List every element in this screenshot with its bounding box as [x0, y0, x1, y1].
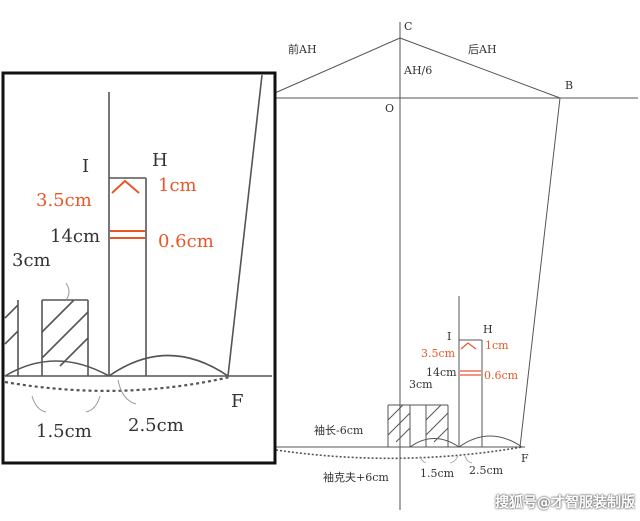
label-3cm: 3cm [409, 378, 433, 391]
label-1-5cm: 1.5cm [420, 467, 455, 480]
watermark-text: 搜狐号@才智服装制版 [495, 495, 635, 511]
hatch [433, 427, 449, 443]
label-14cm: 14cm [426, 366, 457, 379]
small-red-chevron [460, 342, 477, 350]
label-front-ah: 前AH [288, 42, 317, 56]
zoom-seam-line [227, 74, 263, 377]
zoom-red-chevron [111, 179, 140, 194]
small-dim-arcs [419, 455, 473, 464]
label-c: C [404, 20, 412, 33]
back-seam-line [519, 97, 561, 448]
zoom-label-14cm: 14cm [50, 226, 100, 247]
label-b: B [565, 79, 573, 92]
cuff-arc-1 [409, 438, 460, 448]
label-2-5cm: 2.5cm [469, 464, 504, 477]
zoom-red-markers [110, 179, 145, 239]
label-0-6cm: 0.6cm [484, 369, 519, 382]
zoom-arc-2 [108, 354, 229, 377]
zoom-label-h: H [152, 150, 168, 171]
zoom-frame [1, 71, 277, 465]
zoom-label-2-5cm: 2.5cm [128, 415, 184, 436]
label-h: H [483, 323, 493, 336]
cuff-arc-2 [458, 435, 523, 448]
zoom-label-1-5cm: 1.5cm [36, 421, 92, 442]
label-f: F [521, 452, 529, 465]
label-i: I [447, 330, 451, 343]
hatch [387, 404, 404, 421]
label-back-ah: 后AH [468, 43, 497, 56]
label-o: O [385, 102, 394, 115]
label-1cm: 1cm [485, 339, 509, 352]
small-red-markers [460, 342, 481, 376]
zoom-label-3-5cm: 3.5cm [36, 190, 92, 211]
label-sleeve-length: 袖长-6cm [314, 423, 364, 437]
label-sleeve-cap: 袖克夫+6cm [323, 470, 389, 484]
cuff-curve-dotted [275, 446, 523, 460]
front-ah-line [267, 37, 401, 97]
zoom-dim-arcs [31, 282, 137, 413]
back-ah-line [399, 37, 561, 99]
pattern-lines [267, 22, 638, 510]
label-ah-6: AH/6 [403, 64, 432, 77]
zoom-label-1cm: 1cm [158, 175, 197, 196]
zoom-label-i: I [82, 156, 89, 177]
zoom-arc-1 [4, 360, 110, 377]
zoom-label-3cm: 3cm [12, 250, 51, 271]
label-3-5cm: 3.5cm [421, 347, 456, 360]
zoom-lines [4, 74, 272, 392]
hatch [395, 427, 411, 443]
zoom-label-f: F [231, 391, 244, 412]
zoom-label-0-6cm: 0.6cm [158, 231, 214, 252]
zoom-inset: I H 3.5cm 1cm 14cm 0.6cm 3cm 1.5cm 2.5cm… [1, 71, 277, 465]
zoom-dotted-curve [4, 375, 231, 392]
hatch [425, 404, 442, 421]
hatch [387, 412, 411, 436]
hatch [425, 412, 449, 436]
